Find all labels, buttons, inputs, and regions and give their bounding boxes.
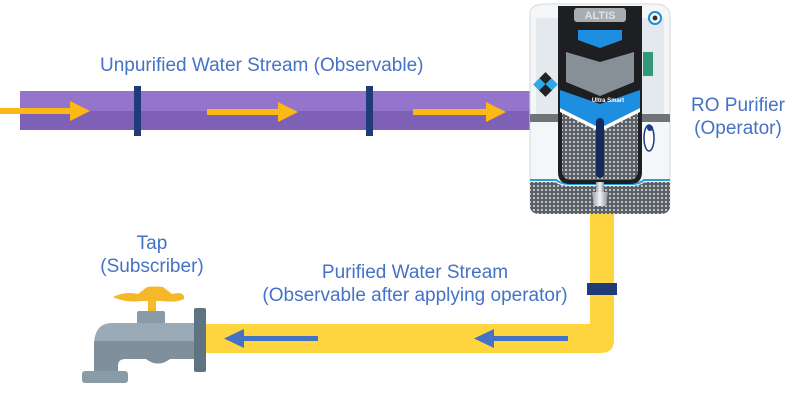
flow-arrow-right xyxy=(0,101,90,121)
purified-stream-label: Purified Water Stream (Observable after … xyxy=(250,261,580,307)
tap-role: (Subscriber) xyxy=(100,256,204,277)
ro-purifier-title: RO Purifier xyxy=(691,95,785,116)
purifier-model: Ultra Smart xyxy=(592,98,624,104)
tap-icon xyxy=(82,286,206,383)
ro-purifier-role: (Operator) xyxy=(694,118,782,139)
unpurified-stream-text: Unpurified Water Stream (Observable) xyxy=(100,55,424,76)
flow-arrow-left xyxy=(474,329,568,348)
tap-label: Tap (Subscriber) xyxy=(92,232,212,278)
purified-stream-title: Purified Water Stream xyxy=(321,262,509,283)
ro-purifier-label: RO Purifier (Operator) xyxy=(688,94,788,140)
purifier-brand: ALTIS xyxy=(585,10,616,22)
flow-arrow-right xyxy=(207,102,298,122)
pipe-band xyxy=(366,86,373,136)
pipe-band xyxy=(134,86,141,136)
pipe-band xyxy=(587,283,617,295)
flow-arrow-right xyxy=(413,102,506,122)
tap-title: Tap xyxy=(136,233,168,254)
unpurified-stream-label: Unpurified Water Stream (Observable) xyxy=(100,54,423,77)
flow-arrow-left xyxy=(224,329,318,348)
ro-purifier-image: ALTIS Ultra Smart xyxy=(529,3,671,214)
purified-stream-subtitle: (Observable after applying operator) xyxy=(262,285,568,306)
